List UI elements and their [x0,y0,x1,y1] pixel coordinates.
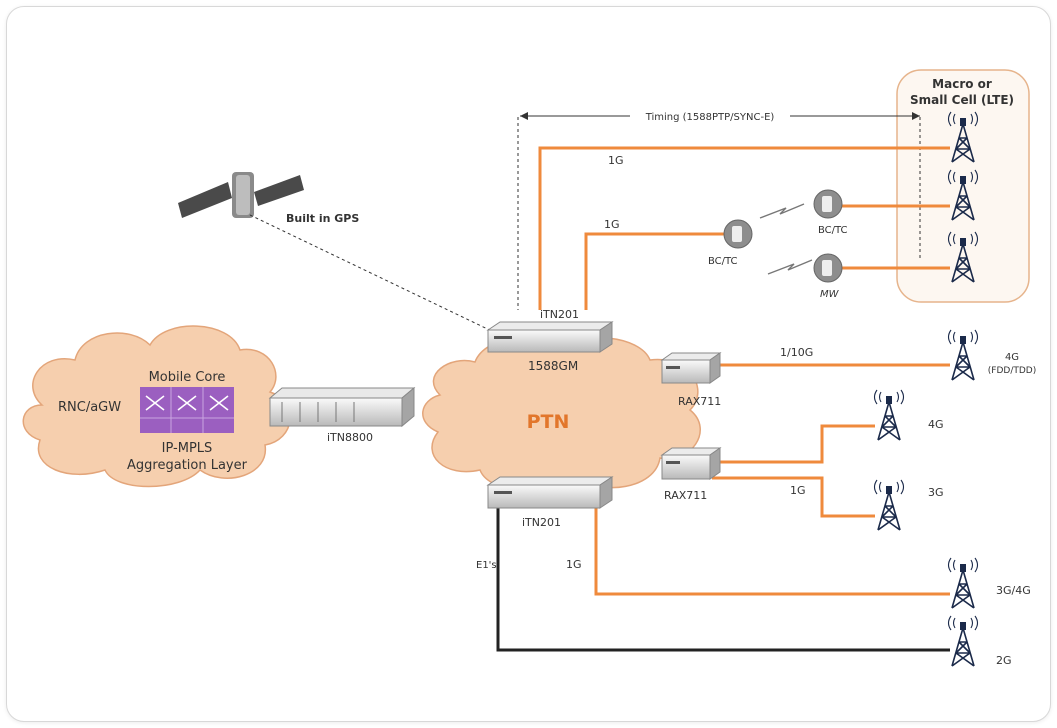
core-agg-line2: Aggregation Layer [127,458,248,473]
wireless-bolt-bottom [767,259,813,275]
cell-group-title-line1: Macro or [932,77,992,91]
lte-cell-group-box [896,69,1030,303]
bctc-left-label: BC/TC [708,256,738,267]
tower-icon-2g [947,615,979,667]
tower-icon-4g [873,389,905,441]
rax711-bottom-label: RAX711 [664,489,707,502]
timing-label: Timing (1588PTP/SYNC-E) [645,112,775,123]
itn201-top-label: iTN201 [540,308,579,321]
label-1g-3g4g: 1G [566,558,582,571]
core-switch-icon [140,387,234,433]
gm-label: 1588GM [528,359,578,373]
link-1g-top [538,146,950,310]
gps-label: Built in GPS [286,212,359,225]
itn201-bottom-label: iTN201 [522,516,561,529]
cell-group-title-line2: Small Cell (LTE) [910,93,1014,107]
itn201-top-device [486,321,614,353]
rax711-top-device [660,352,722,384]
mw-label: MW [820,289,840,300]
label-1-10g: 1/10G [780,346,813,359]
tower-4g-fdd-label: 4G [1005,352,1019,363]
tower-icon-4g-fdd [947,329,979,381]
tower-3g4g-label: 3G/4G [996,584,1031,597]
tower-2g-label: 2G [996,654,1012,667]
label-1g-top: 1G [608,154,624,167]
link-e1 [496,508,950,652]
wireless-bolt-top [759,203,805,219]
link-3g4g [594,508,950,596]
itn8800-device [268,386,416,428]
link-rax-4g [712,424,875,464]
bctc-right-radio-icon [813,189,843,219]
core-agg-line1: IP-MPLS [162,441,213,456]
tower-4g-label: 4G [928,418,944,431]
satellite-icon [178,172,304,218]
rax711-bottom-device [660,447,722,480]
itn201-bottom-device [486,476,614,509]
link-1g-radio [584,232,730,310]
ptn-label: PTN [527,411,570,433]
link-rax-3g [712,476,875,518]
gps-link [249,214,501,336]
label-1g-rax: 1G [790,484,806,497]
core-title: Mobile Core [149,370,226,385]
label-e1: E1's [476,560,497,571]
tower-icon-3g4g [947,557,979,609]
core-rnc-label: RNC/aGW [58,400,121,415]
tower-3g-label: 3G [928,486,944,499]
bctc-right-label: BC/TC [818,225,848,236]
mw-radio-icon [813,253,843,283]
label-1g-radio: 1G [604,218,620,231]
tower-4g-fdd-sublabel: (FDD/TDD) [988,366,1036,376]
itn8800-label: iTN8800 [327,431,373,444]
tower-icon-3g [873,479,905,531]
bctc-left-radio-icon [723,219,753,249]
rax711-top-label: RAX711 [678,395,721,408]
